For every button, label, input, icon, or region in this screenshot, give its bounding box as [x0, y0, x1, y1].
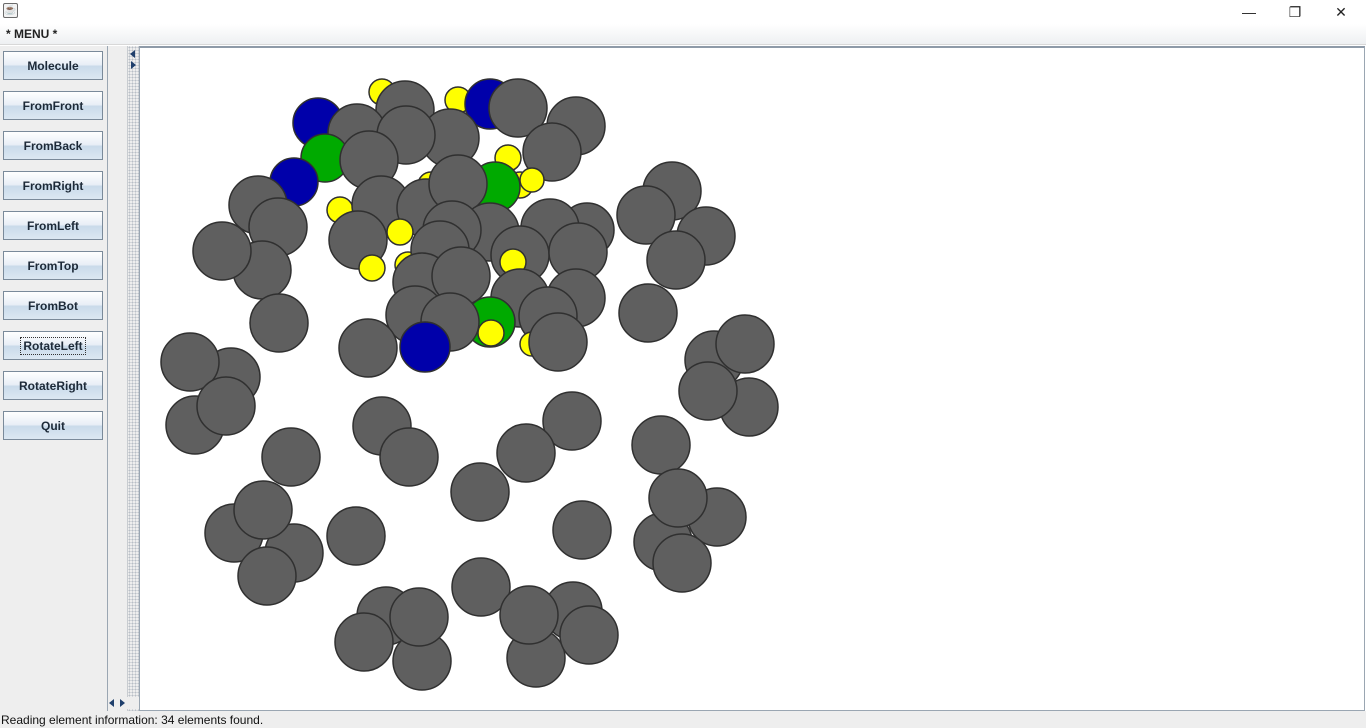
rotate-left-button[interactable]: RotateLeft — [3, 331, 103, 360]
carbon-atom — [379, 427, 439, 487]
carbon-atom — [338, 318, 398, 378]
carbon-atom — [522, 122, 582, 182]
carbon-atom — [326, 506, 386, 566]
collapse-left-icon[interactable] — [130, 50, 135, 58]
carbon-atom — [678, 361, 738, 421]
expand-right-icon[interactable] — [131, 61, 136, 69]
divider-grip[interactable] — [127, 46, 139, 711]
button-label: Molecule — [27, 58, 79, 73]
carbon-atom — [450, 462, 510, 522]
hydrogen-atom — [519, 167, 545, 193]
minimize-button[interactable]: — — [1226, 0, 1272, 24]
from-front-button[interactable]: FromFront — [3, 91, 103, 120]
from-top-button[interactable]: FromTop — [3, 251, 103, 280]
button-label: FromBot — [28, 298, 78, 313]
carbon-atom — [192, 221, 252, 281]
java-icon: ☕ — [3, 3, 18, 18]
carbon-atom — [499, 585, 559, 645]
from-bot-button[interactable]: FromBot — [3, 291, 103, 320]
carbon-atom — [196, 376, 256, 436]
hydrogen-atom — [386, 218, 414, 246]
carbon-atom — [389, 587, 449, 647]
carbon-atom — [618, 283, 678, 343]
nitrogen-atom — [399, 321, 451, 373]
carbon-atom — [715, 314, 775, 374]
restore-icon: ❐ — [1288, 3, 1302, 20]
horizontal-scrollbar[interactable] — [108, 697, 140, 709]
status-text: Reading element information: 34 elements… — [1, 713, 264, 727]
carbon-atom — [160, 332, 220, 392]
rotate-right-button[interactable]: RotateRight — [3, 371, 103, 400]
button-label: FromFront — [22, 98, 84, 113]
hydrogen-atom — [358, 254, 386, 282]
button-label: FromBack — [23, 138, 83, 153]
carbon-atom — [552, 500, 612, 560]
hydrogen-atom — [477, 319, 505, 347]
split-divider[interactable] — [107, 46, 140, 711]
carbon-atom — [261, 427, 321, 487]
carbon-atom — [542, 391, 602, 451]
sidebar: Molecule FromFront FromBack FromRight Fr… — [0, 46, 107, 711]
carbon-atom — [648, 468, 708, 528]
restore-button[interactable]: ❐ — [1272, 0, 1318, 24]
carbon-atom — [646, 230, 706, 290]
status-bar: Reading element information: 34 elements… — [0, 711, 1366, 728]
from-left-button[interactable]: FromLeft — [3, 211, 103, 240]
title-bar: ☕ — ❐ ✕ — [0, 0, 1366, 24]
carbon-atom — [237, 546, 297, 606]
button-label: FromRight — [22, 178, 84, 193]
menu-main[interactable]: * MENU * — [6, 27, 58, 41]
button-label: RotateLeft — [20, 336, 86, 355]
button-label: FromTop — [27, 258, 79, 273]
carbon-atom — [631, 415, 691, 475]
from-right-button[interactable]: FromRight — [3, 171, 103, 200]
minimize-icon: — — [1242, 4, 1256, 20]
button-label: FromLeft — [27, 218, 79, 233]
carbon-atom — [233, 480, 293, 540]
carbon-atom — [528, 312, 588, 372]
molecule-canvas[interactable] — [139, 46, 1365, 711]
carbon-atom — [488, 78, 548, 138]
carbon-atom — [496, 423, 556, 483]
quit-button[interactable]: Quit — [3, 411, 103, 440]
close-button[interactable]: ✕ — [1318, 0, 1364, 24]
carbon-atom — [616, 185, 676, 245]
menu-bar: * MENU * — [0, 24, 1366, 45]
carbon-atom — [451, 557, 511, 617]
molecule-button[interactable]: Molecule — [3, 51, 103, 80]
scroll-left-icon[interactable] — [109, 699, 114, 707]
scroll-right-icon[interactable] — [120, 699, 125, 707]
carbon-atom — [334, 612, 394, 672]
carbon-atom — [652, 533, 712, 593]
carbon-atom — [249, 293, 309, 353]
button-label: RotateRight — [19, 378, 87, 393]
close-icon: ✕ — [1335, 3, 1347, 20]
button-label: Quit — [41, 418, 65, 433]
carbon-atom — [559, 605, 619, 665]
molecule-view — [160, 78, 779, 691]
from-back-button[interactable]: FromBack — [3, 131, 103, 160]
